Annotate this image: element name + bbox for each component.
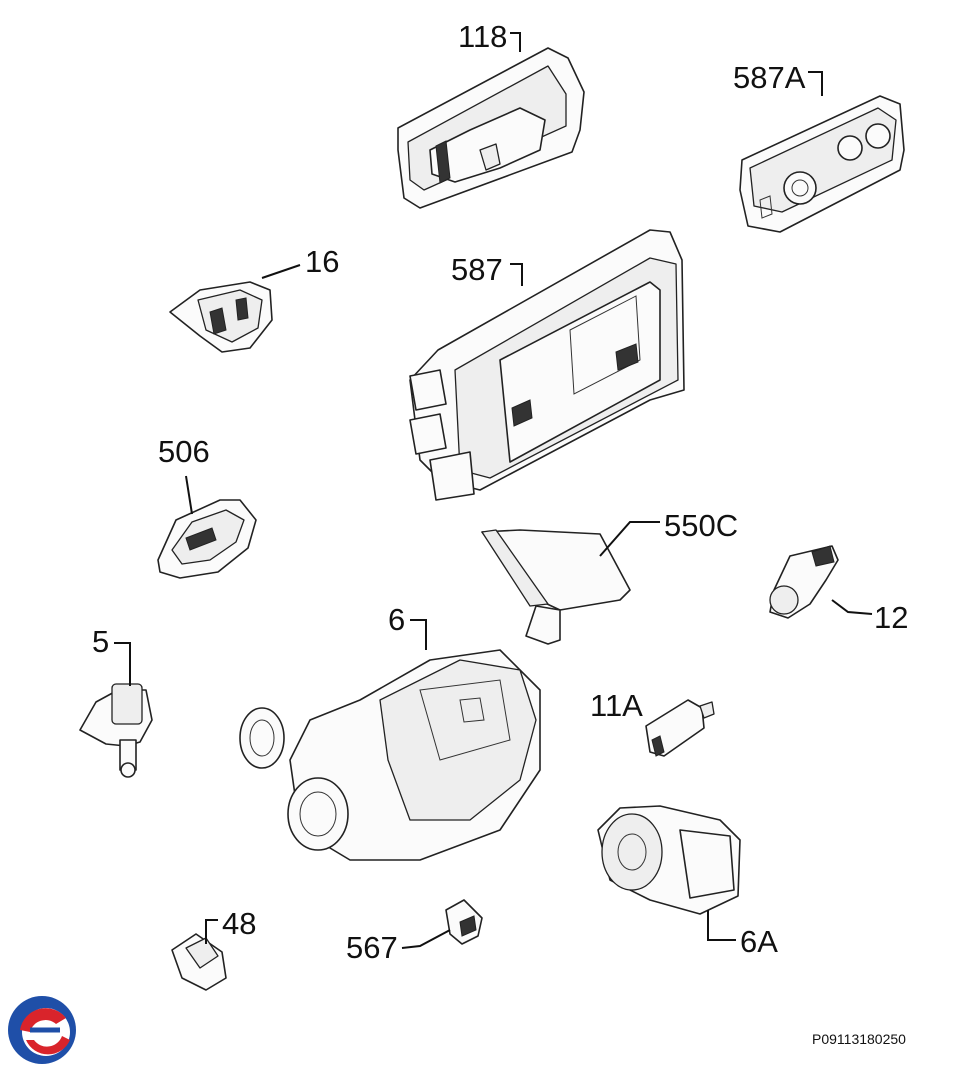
label-587a: 587A [733,60,806,95]
label-16: 16 [305,244,339,279]
part-587-drawing [409,229,685,501]
label-550c: 550C [664,508,738,543]
label-6a: 6A [740,924,778,959]
part-11a-drawing [645,699,715,757]
label-5: 5 [92,624,109,659]
leader-48 [205,919,218,944]
part-48-drawing [171,933,227,991]
reference-number: P09113180250 [812,1031,906,1047]
label-587: 587 [451,252,503,287]
leader-506 [185,475,193,515]
part-12-drawing [769,545,839,619]
part-567-drawing [445,899,483,945]
leader-587a [808,71,823,96]
label-6: 6 [388,602,405,637]
logo-red-swoosh [20,1008,66,1032]
part-16-drawing [169,281,273,353]
brand-logo [8,996,76,1064]
leader-118 [510,32,521,52]
part-587a-drawing [739,95,905,233]
label-48: 48 [222,906,256,941]
part-6-drawing [239,649,541,861]
leader-587 [510,263,523,286]
leader-16 [261,264,301,279]
part-6a-drawing [597,805,741,915]
part-506-drawing [157,499,257,579]
leader-6a [707,910,736,941]
leader-567 [401,929,451,949]
leader-5 [114,642,131,686]
leader-6 [410,619,427,650]
label-506: 506 [158,434,210,469]
part-550c-drawing [481,529,631,645]
leader-550c [599,521,660,557]
label-11a: 11A [590,688,643,723]
label-118: 118 [458,19,507,54]
part-118-drawing [397,47,585,209]
label-12: 12 [874,600,908,635]
part-5-drawing [79,683,153,778]
label-567: 567 [346,930,398,965]
leader-12 [831,599,873,615]
